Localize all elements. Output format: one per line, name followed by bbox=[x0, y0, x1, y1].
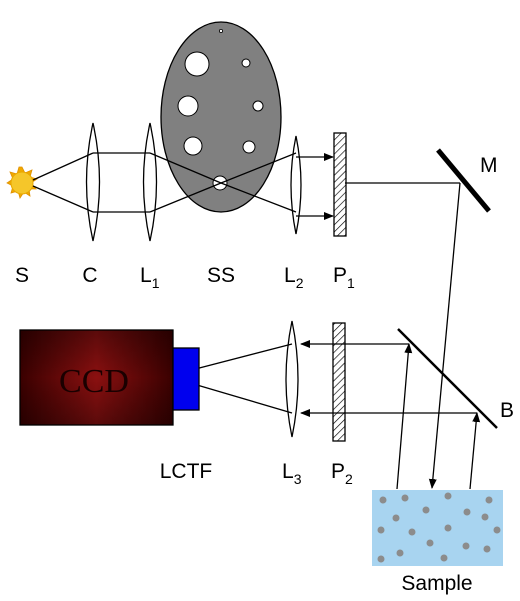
spatial-sampler bbox=[160, 21, 282, 213]
sampler-hole bbox=[241, 58, 251, 68]
label-l1: L1 bbox=[140, 264, 160, 291]
sampler-hole bbox=[252, 100, 264, 112]
beamsplitter-b bbox=[397, 328, 498, 429]
sample-particles bbox=[377, 492, 501, 563]
label-s: S bbox=[15, 264, 29, 287]
lens-l1 bbox=[142, 122, 158, 242]
mirror-m bbox=[436, 148, 491, 213]
ccd-camera: CCD bbox=[19, 329, 174, 426]
return-beams bbox=[179, 340, 481, 490]
polarizer-p1 bbox=[333, 132, 347, 237]
label-sample: Sample bbox=[401, 572, 472, 595]
label-m: M bbox=[480, 154, 498, 177]
sample-container bbox=[372, 490, 503, 566]
label-lctf: LCTF bbox=[160, 460, 213, 483]
sampler-hole bbox=[184, 51, 210, 77]
sampler-hole bbox=[218, 28, 223, 33]
condenser-lens bbox=[85, 122, 101, 242]
sampler-hole bbox=[177, 95, 199, 117]
label-b: B bbox=[500, 399, 514, 422]
polarizer-p2 bbox=[332, 322, 346, 442]
ccd-label: CCD bbox=[59, 363, 129, 400]
illumination-beams bbox=[32, 152, 461, 489]
label-l3: L3 bbox=[282, 460, 302, 487]
lens-l3 bbox=[285, 320, 299, 438]
lens-l2 bbox=[290, 135, 302, 235]
light-source-sun-icon bbox=[6, 166, 38, 199]
label-ss: SS bbox=[207, 264, 235, 287]
sampler-hole bbox=[183, 136, 203, 156]
label-p1: P1 bbox=[333, 264, 355, 291]
lctf-filter bbox=[172, 347, 200, 411]
label-c: C bbox=[82, 264, 97, 287]
sampler-hole bbox=[242, 140, 256, 154]
label-l2: L2 bbox=[284, 264, 304, 291]
label-p2: P2 bbox=[331, 460, 353, 487]
